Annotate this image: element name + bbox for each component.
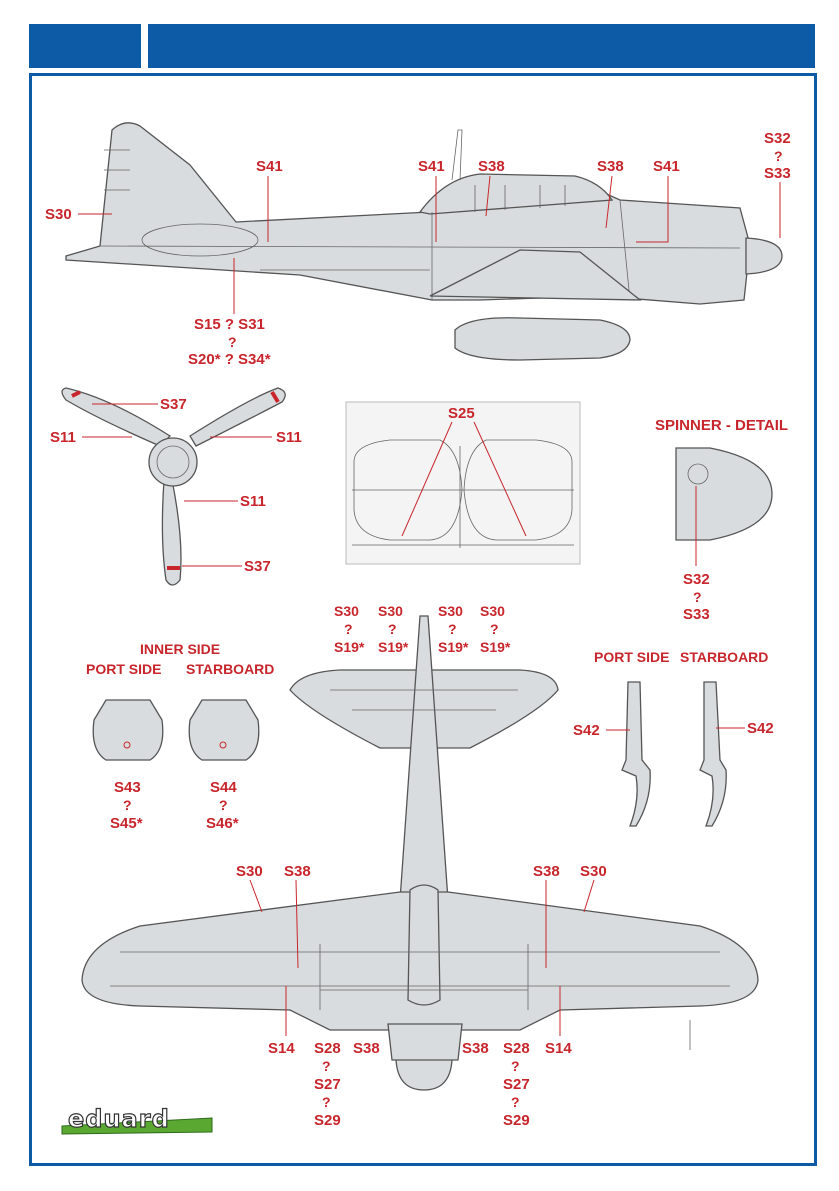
canopy [418,173,614,215]
label-door-starboard: STARBOARD [186,661,274,677]
antenna-mast [451,129,463,181]
label-door-port-q: ? [123,797,132,813]
wing-root-side [429,249,642,301]
label-s30-tail: S30 [45,206,72,223]
label-wing-s38-left: S38 [284,863,311,880]
logo-text: eduard [68,1105,170,1133]
label-stab-c1-b: S19* [334,639,365,655]
gear-bay-detail: S25 [345,401,581,565]
label-wing-s14-right: S14 [545,1040,572,1057]
gear-door-port [92,699,164,761]
plan-view: S30 S38 S38 S30 S14 S14 S38 S38 S28 ? S2… [81,615,759,1129]
label-wing-right-s29: S29 [503,1112,530,1129]
label-s41-cockpit: S41 [418,158,445,175]
label-leg-port-side: PORT SIDE [594,649,669,665]
label-stab-c2-a: S30 [378,603,403,619]
label-wing-s38-center-right: S38 [462,1040,489,1057]
label-spinner-s33: S33 [683,606,710,623]
label-stab-c4-b: S19* [480,639,511,655]
label-wing-s30-left: S30 [236,863,263,880]
label-door-s43: S43 [114,779,141,796]
label-stab-c1-a: S30 [334,603,359,619]
label-door-s45: S45* [110,815,143,832]
label-wing-s38-center-left: S38 [353,1040,380,1057]
plan-drop-tank [407,884,441,1006]
label-wing-right-s27: S27 [503,1076,530,1093]
label-wing-left-s28: S28 [314,1040,341,1057]
label-door-s44: S44 [210,779,237,796]
hinomaru-side [141,223,259,257]
prop-blade-right [189,387,286,447]
label-prop-s37-bottom: S37 [244,558,271,575]
label-fuselage-q: ? [228,334,237,350]
eduard-logo: eduard [61,1104,213,1135]
label-wing-s38-right: S38 [533,863,560,880]
label-prop-s11-low: S11 [240,493,266,510]
fuselage-side [65,122,751,305]
label-wing-s30-right: S30 [580,863,607,880]
label-inner-side: INNER SIDE [140,641,220,657]
label-prop-s37-top: S37 [160,396,187,413]
prop-blade-left [61,387,172,447]
label-door-stbd-q: ? [219,797,228,813]
label-s33-nose: S33 [764,165,791,182]
gear-door-starboard [188,699,260,761]
spinner-detail-title: SPINNER - DETAIL [655,417,788,434]
label-leg-s42-left: S42 [573,722,600,739]
label-stab-c3-a: S30 [438,603,463,619]
label-leg-starboard: STARBOARD [680,649,768,665]
propeller-view: S37 S11 S11 S11 S37 [50,387,302,586]
label-wing-left-q2: ? [322,1094,331,1110]
prop-blade-bottom [161,479,182,586]
label-s32-nose: S32 [764,130,791,147]
spinner-detail: SPINNER - DETAIL S32 ? S33 [655,417,788,623]
label-fuselage-line2: S20* ? S34* [188,351,271,368]
label-q-nose: ? [774,148,783,164]
label-door-port-side: PORT SIDE [86,661,161,677]
side-view: S41 S41 S38 S38 S41 S30 S32 ? S33 S15 ? … [45,122,791,368]
label-stab-c1-q: ? [344,621,353,637]
spinner-side [745,237,783,275]
label-wing-left-q1: ? [322,1058,331,1074]
label-wing-left-s27: S27 [314,1076,341,1093]
label-wing-right-s28: S28 [503,1040,530,1057]
label-wing-left-s29: S29 [314,1112,341,1129]
plan-nose [387,1023,463,1061]
stabilizer-labels: S30 ? S19* S30 ? S19* S30 ? S19* S30 ? S… [334,603,511,655]
label-wing-right-q2: ? [511,1094,520,1110]
label-s41-cowl: S41 [653,158,680,175]
label-stab-c2-b: S19* [378,639,409,655]
label-door-s46: S46* [206,815,239,832]
label-s38-canopy: S38 [478,158,505,175]
header-bar [148,24,815,68]
label-stab-c3-q: ? [448,621,457,637]
label-stab-c4-q: ? [490,621,499,637]
header-tab [29,24,141,68]
gear-leg-starboard [699,681,727,827]
label-s41-fuselage: S41 [256,158,283,175]
label-stab-c2-q: ? [388,621,397,637]
label-wing-right-q1: ? [511,1058,520,1074]
spinner-shape [675,447,773,541]
gear-doors: INNER SIDE PORT SIDE STARBOARD S43 ? S45… [86,641,274,832]
label-prop-s11-left: S11 [50,429,76,446]
drop-tank [454,317,631,361]
label-fuselage-line1: S15 ? S31 [194,316,265,333]
label-stab-c3-b: S19* [438,639,469,655]
label-s38-fuselage: S38 [597,158,624,175]
prop-hub [148,437,198,487]
gear-legs: PORT SIDE STARBOARD S42 S42 [573,649,774,827]
label-stab-c4-a: S30 [480,603,505,619]
label-spinner-s32: S32 [683,571,710,588]
label-s25: S25 [448,405,475,422]
label-wing-s14-left: S14 [268,1040,295,1057]
logo-swoosh [61,1117,213,1135]
label-prop-s11-right: S11 [276,429,302,446]
label-leg-s42-right: S42 [747,720,774,737]
gear-leg-port [621,681,651,827]
label-spinner-q: ? [693,589,702,605]
